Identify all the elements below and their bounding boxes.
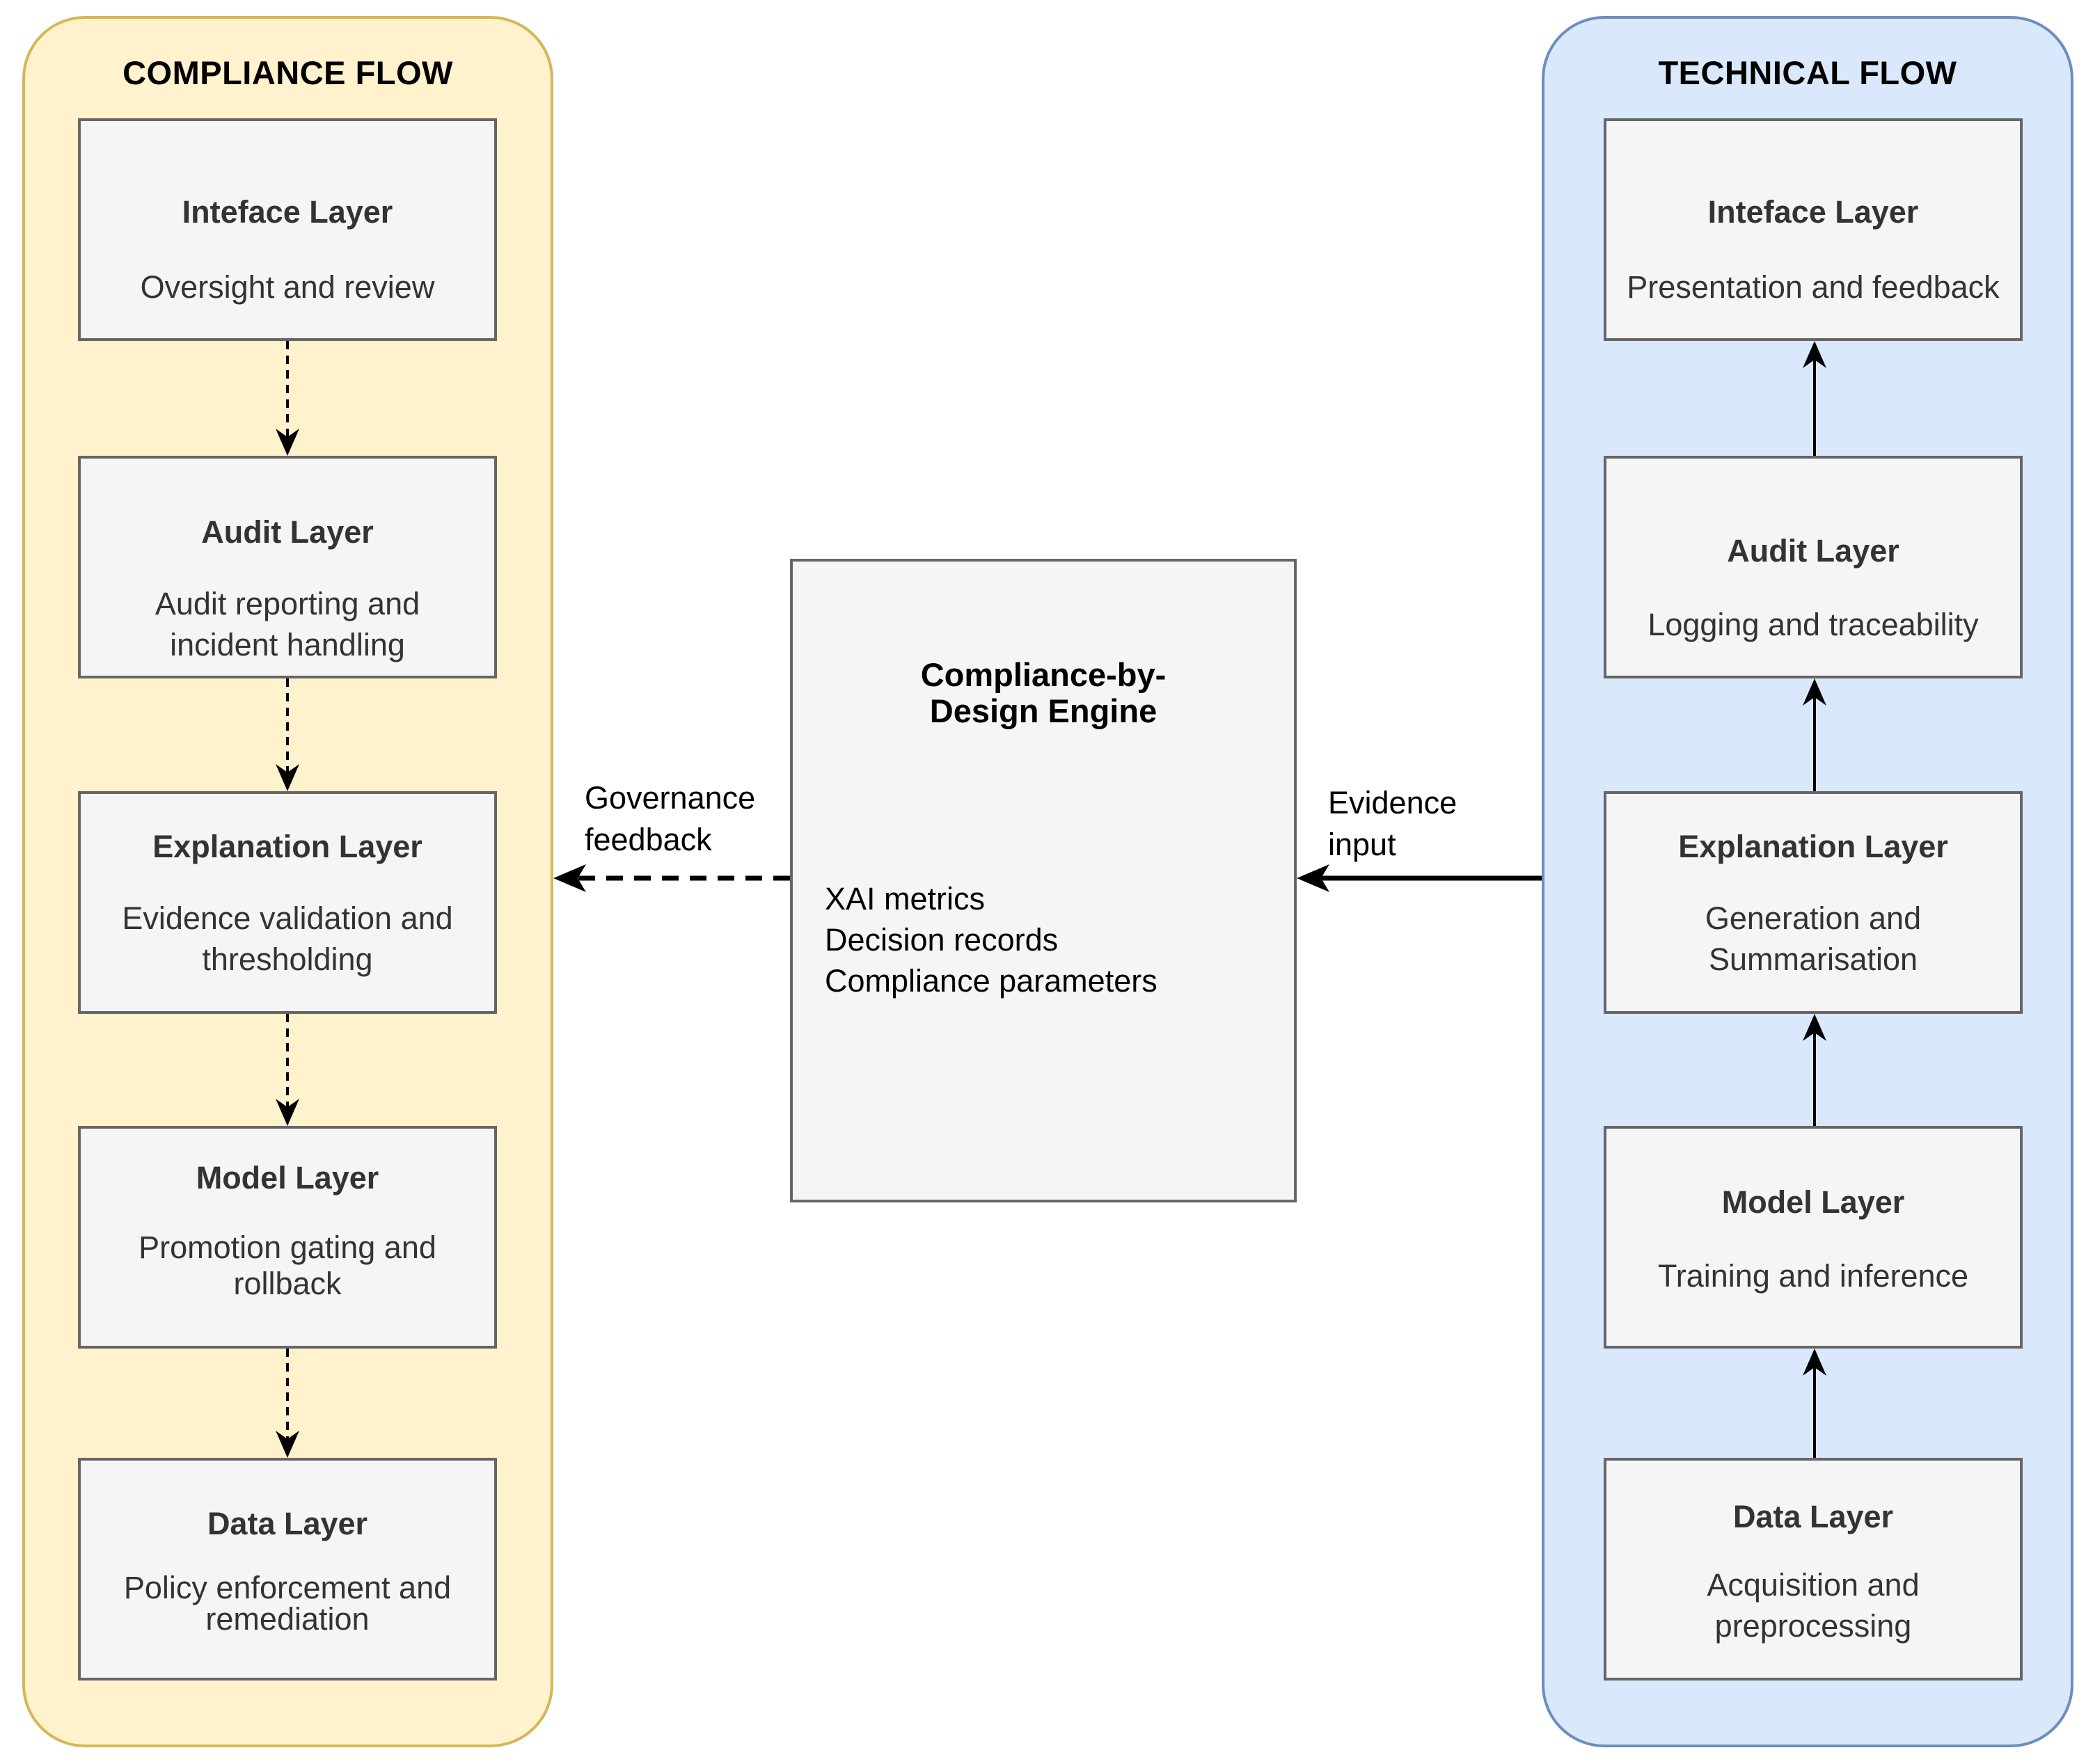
layer-description: Audit reporting and incident handling	[155, 586, 420, 662]
layer-title: Model Layer	[1721, 1184, 1905, 1220]
engine-title: Compliance-by-Design Engine	[920, 656, 1167, 729]
technical-arrow-audit-to-interface	[1803, 341, 1826, 456]
layer-title: Inteface Layer	[1707, 194, 1919, 230]
technical-explanation-layer[interactable]: Explanation Layer Generation and Summari…	[1604, 791, 2023, 1014]
engine-item: Decision records	[825, 922, 1059, 958]
layer-title: Explanation Layer	[152, 829, 422, 864]
technical-flow-title: TECHNICAL FLOW	[1658, 54, 1957, 91]
evidence-input-arrow	[1297, 864, 1542, 892]
compliance-interface-layer[interactable]: Inteface Layer Oversight and review	[78, 118, 497, 341]
layer-title: Explanation Layer	[1678, 829, 1948, 864]
engine-item: XAI metrics	[825, 881, 986, 916]
layer-description: Training and inference	[1657, 1258, 1969, 1294]
layer-title: Audit Layer	[1727, 533, 1899, 569]
compliance-engine-box[interactable]: Compliance-by-Design Engine XAI metrics …	[790, 559, 1297, 1202]
governance-feedback-arrow	[553, 864, 790, 892]
layer-description: Presentation and feedback	[1627, 269, 2000, 305]
layer-description: Logging and traceability	[1648, 607, 1979, 642]
compliance-flow-title: COMPLIANCE FLOW	[123, 54, 453, 91]
compliance-arrow-explanation-to-model	[276, 1014, 299, 1126]
layer-title: Model Layer	[196, 1160, 379, 1195]
layer-description: Oversight and review	[140, 269, 435, 305]
compliance-explanation-layer[interactable]: Explanation Layer Evidence validation an…	[78, 791, 497, 1014]
compliance-data-layer[interactable]: Data Layer Policy enforcement and remedi…	[78, 1458, 497, 1680]
compliance-arrow-audit-to-explanation	[276, 678, 299, 791]
technical-arrow-model-to-explanation	[1803, 1014, 1826, 1126]
layer-title: Inteface Layer	[182, 194, 393, 230]
compliance-model-layer[interactable]: Model Layer Promotion gating and rollbac…	[78, 1126, 497, 1349]
technical-data-layer[interactable]: Data Layer Acquisition and preprocessing	[1604, 1458, 2023, 1680]
layer-title: Data Layer	[207, 1506, 368, 1541]
technical-model-layer[interactable]: Model Layer Training and inference	[1604, 1126, 2023, 1349]
compliance-arrow-interface-to-audit	[276, 341, 299, 456]
layer-description: Policy enforcement and remediation	[123, 1570, 452, 1637]
layer-description: Generation and Summarisation	[1705, 900, 1922, 977]
layer-title: Audit Layer	[201, 514, 374, 550]
evidence-input-label: Evidence input	[1328, 785, 1457, 862]
governance-feedback-label: Governance feedback	[585, 780, 756, 857]
layer-description: Promotion gating and rollback	[139, 1230, 436, 1301]
compliance-audit-layer[interactable]: Audit Layer Audit reporting and incident…	[78, 456, 497, 678]
layer-description: Evidence validation and thresholding	[122, 900, 453, 977]
engine-item: Compliance parameters	[825, 963, 1157, 999]
compliance-arrow-model-to-data	[276, 1349, 299, 1458]
engine-item-list: XAI metrics Decision records Compliance …	[825, 878, 1157, 1001]
layer-title: Data Layer	[1732, 1499, 1894, 1534]
technical-arrow-data-to-model	[1803, 1349, 1826, 1458]
technical-arrow-explanation-to-audit	[1803, 678, 1826, 791]
technical-interface-layer[interactable]: Inteface Layer Presentation and feedback	[1604, 118, 2023, 341]
layer-description: Acquisition and preprocessing	[1707, 1567, 1920, 1644]
technical-audit-layer[interactable]: Audit Layer Logging and traceability	[1604, 456, 2023, 678]
